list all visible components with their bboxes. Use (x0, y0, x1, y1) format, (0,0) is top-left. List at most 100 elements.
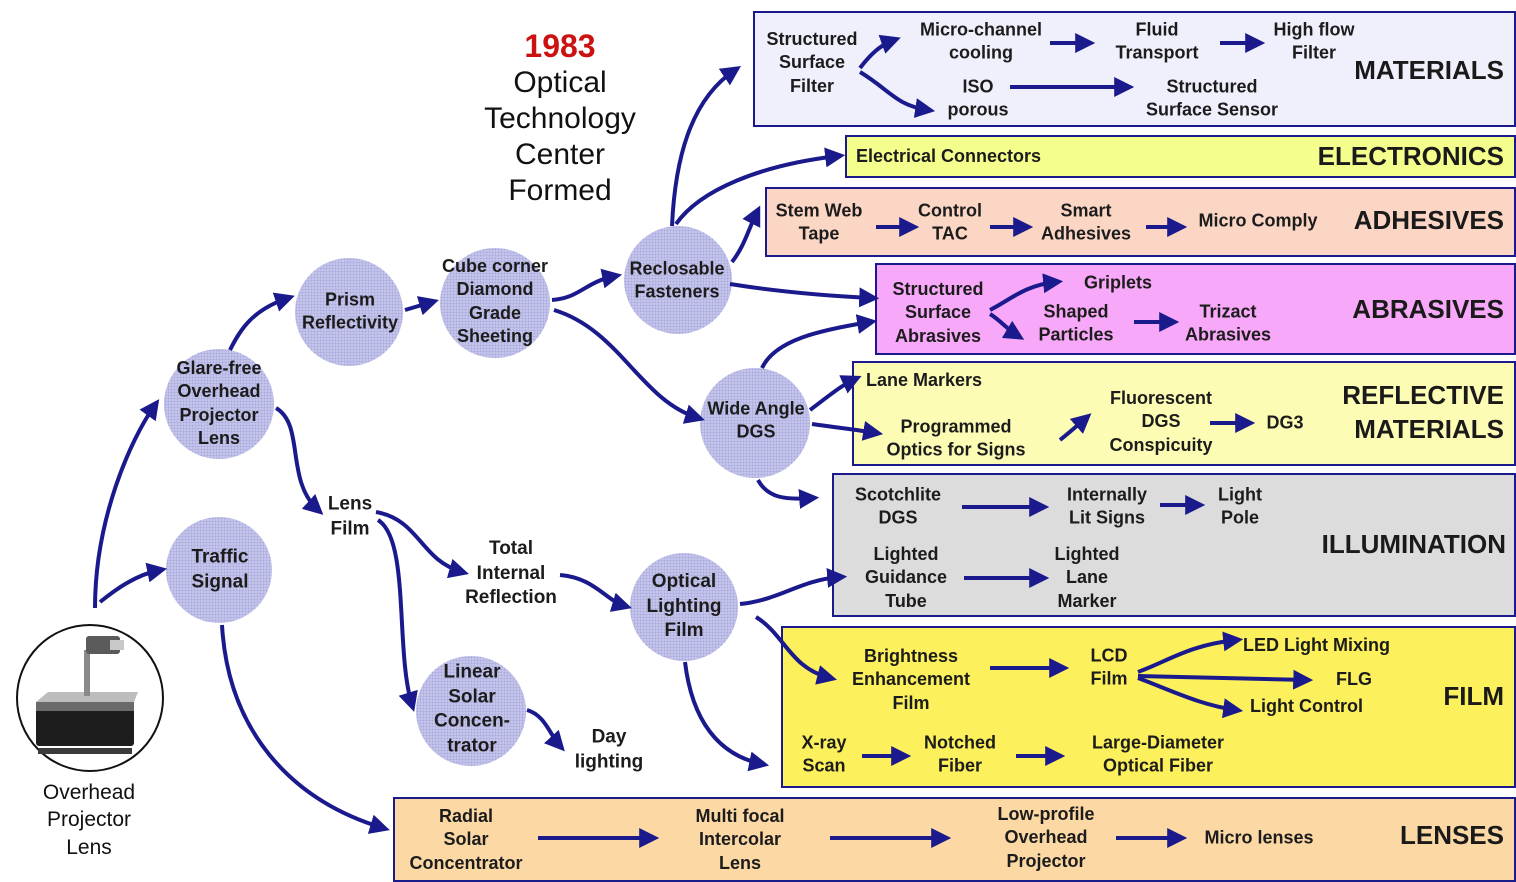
lenses-item-micro-lenses: Micro lenses (1204, 827, 1314, 848)
materials-item-high-flow-filter: High flow Filter (1273, 19, 1355, 63)
lenses-item-low-profile-overhead-projector: Low-profile Overhead Projector (997, 803, 1095, 871)
wide-angle-dgs-node: Wide Angle DGS (707, 398, 805, 442)
arrow-wideangle-illumination (756, 478, 820, 509)
arrow-film-flg (1137, 669, 1314, 690)
arrow-wideangle-abrasives (760, 314, 878, 369)
adhesives-item-control-tac: Control TAC (918, 200, 982, 244)
optical-lighting-film-node: Optical Lighting Film (646, 570, 722, 642)
arrow-mat-iso (858, 70, 936, 118)
abrasives-box (875, 263, 1516, 355)
linear-solar-node-circle (416, 656, 526, 766)
abrasives-item-griplets: Griplets (1083, 272, 1153, 293)
illumination-item-light-pole: Light Pole (1218, 484, 1262, 528)
arrow-tir-olf (559, 573, 632, 612)
film-item-large-diameter-optical-fiber: Large-Diameter Optical Fiber (1091, 732, 1225, 776)
arrow-reclosable-electronics (674, 147, 846, 226)
film-item-light-control: Light Control (1250, 696, 1363, 716)
year-label: 1983 (524, 28, 596, 65)
abrasives-category-label: ABRASIVES (1352, 294, 1504, 325)
materials-item-structured-surface-sensor: Structured Surface Sensor (1145, 76, 1279, 120)
overhead-projector-icon (16, 624, 164, 772)
film-item-lcd-film: LCD Film (1090, 645, 1128, 689)
day-lighting-node: Day lighting (574, 726, 644, 772)
adhesives-item-micro-comply: Micro Comply (1198, 210, 1318, 231)
arrow-film-lightcontrol (1137, 676, 1244, 719)
glare-free-node-circle (164, 349, 274, 459)
materials-item-fluid-transport: Fluid Transport (1115, 19, 1199, 63)
traffic-signal-node: Traffic Signal (191, 546, 249, 592)
abrasives-item-shaped-particles: Shaped Particles (1038, 301, 1114, 345)
prism-reflectivity-node-circle (295, 258, 403, 366)
arrow-root-traffic (98, 562, 168, 604)
lens-film-node: Lens Film (327, 493, 373, 539)
film-item-flg: FLG (1336, 669, 1372, 689)
materials-box (753, 11, 1516, 127)
lenses-item-multi-focal-intercolar-lens: Multi focal Intercolar Lens (695, 805, 785, 873)
illumination-item-internally-lit-signs: Internally Lit Signs (1066, 484, 1148, 528)
reflective-item-programmed-optics: Programmed Optics for Signs (886, 416, 1026, 460)
arrow-ref-fluorescent (1058, 413, 1092, 442)
materials-item-structured-surface-filter: Structured Surface Filter (766, 28, 858, 96)
arrow-cube-wideangle (553, 308, 705, 424)
illumination-item-lighted-lane-marker: Lighted Lane Marker (1054, 543, 1120, 611)
reflective-item-dg3: DG3 (1266, 412, 1304, 433)
materials-item-micro-channel: Micro-channel cooling (919, 19, 1043, 63)
arrow-film-led (1137, 631, 1244, 674)
adhesives-box (765, 187, 1516, 257)
linear-solar-concentrator-node: Linear Solar Concen- trator (434, 661, 510, 757)
arrow-olf-film (754, 615, 837, 685)
center-formed-title: Optical Technology Center Formed (484, 66, 636, 207)
arrow-lensfilm-tir (375, 510, 469, 579)
wide-angle-dgs-node-circle (700, 368, 810, 478)
arrow-reclosable-materials (670, 66, 741, 227)
reflective-materials-box (852, 361, 1516, 466)
lenses-item-radial-solar-concentrator: Radial Solar Concentrator (409, 805, 523, 873)
glare-free-node: Glare-free Overhead Projector Lens (176, 358, 262, 449)
arrow-prism-cube (404, 296, 439, 316)
reflective-materials-category-label: REFLECTIVE MATERIALS (1342, 380, 1504, 444)
arrow-abr-shaped (988, 312, 1025, 340)
cube-corner-node-circle (440, 248, 550, 358)
materials-category-label: MATERIALS (1354, 55, 1504, 86)
reflective-item-lane-markers: Lane Markers (866, 370, 983, 390)
arrow-mat-microchannel (858, 34, 901, 70)
illumination-category-label: ILLUMINATION (1321, 529, 1506, 560)
lenses-category-label: LENSES (1399, 820, 1504, 851)
film-item-brightness-enhancement: Brightness Enhancement Film (851, 645, 971, 713)
arrow-root-glare (93, 399, 160, 609)
arrow-lensfilm-linear (376, 518, 418, 712)
arrow-traffic-lenses (220, 624, 390, 834)
arrow-olf-film-lower (683, 661, 770, 772)
traffic-signal-node-circle (166, 517, 272, 623)
arrow-glare-prism (228, 292, 295, 351)
arrow-cube-reclosable (551, 268, 623, 302)
reflective-item-fluorescent-dgs: Fluorescent DGS Conspicuity (1109, 387, 1213, 455)
adhesives-category-label: ADHESIVES (1353, 205, 1504, 236)
optical-lighting-film-node-circle (630, 553, 738, 661)
cube-corner-node: Cube corner Diamond Grade Sheeting (441, 256, 549, 347)
electronics-item-electrical-connectors: Electrical Connectors (856, 146, 1042, 166)
adhesives-item-stem-web-tape: Stem Web Tape (775, 200, 863, 244)
electronics-box (845, 135, 1516, 178)
adhesives-item-smart-adhesives: Smart Adhesives (1040, 200, 1132, 244)
arrow-glare-lensfilm (274, 406, 324, 515)
materials-item-iso-porous: ISO porous (947, 76, 1009, 120)
illumination-item-lighted-guidance-tube: Lighted Guidance Tube (864, 543, 948, 611)
abrasives-item-trizact-abrasives: Trizact Abrasives (1184, 301, 1272, 345)
arrow-linear-daylighting (526, 708, 565, 752)
arrow-olf-illumination (739, 567, 848, 606)
electronics-category-label: ELECTRONICS (1317, 141, 1504, 172)
root-label: Overhead Projector Lens (42, 781, 136, 859)
film-item-x-ray-scan: X-ray Scan (801, 732, 847, 776)
arrow-wideangle-programmed (811, 421, 884, 441)
arrow-reclosable-abrasives (729, 282, 880, 308)
reclosable-fasteners-node: Reclosable Fasteners (629, 258, 725, 302)
illumination-item-scotchlite-dgs: Scotchlite DGS (854, 484, 942, 528)
arrow-wideangle-lanemarkers (808, 375, 862, 412)
film-item-notched-fiber: Notched Fiber (924, 732, 996, 776)
total-internal-reflection-node: Total Internal Reflection (465, 537, 557, 609)
arrow-abr-griplets (989, 273, 1064, 312)
illumination-box (832, 473, 1516, 617)
